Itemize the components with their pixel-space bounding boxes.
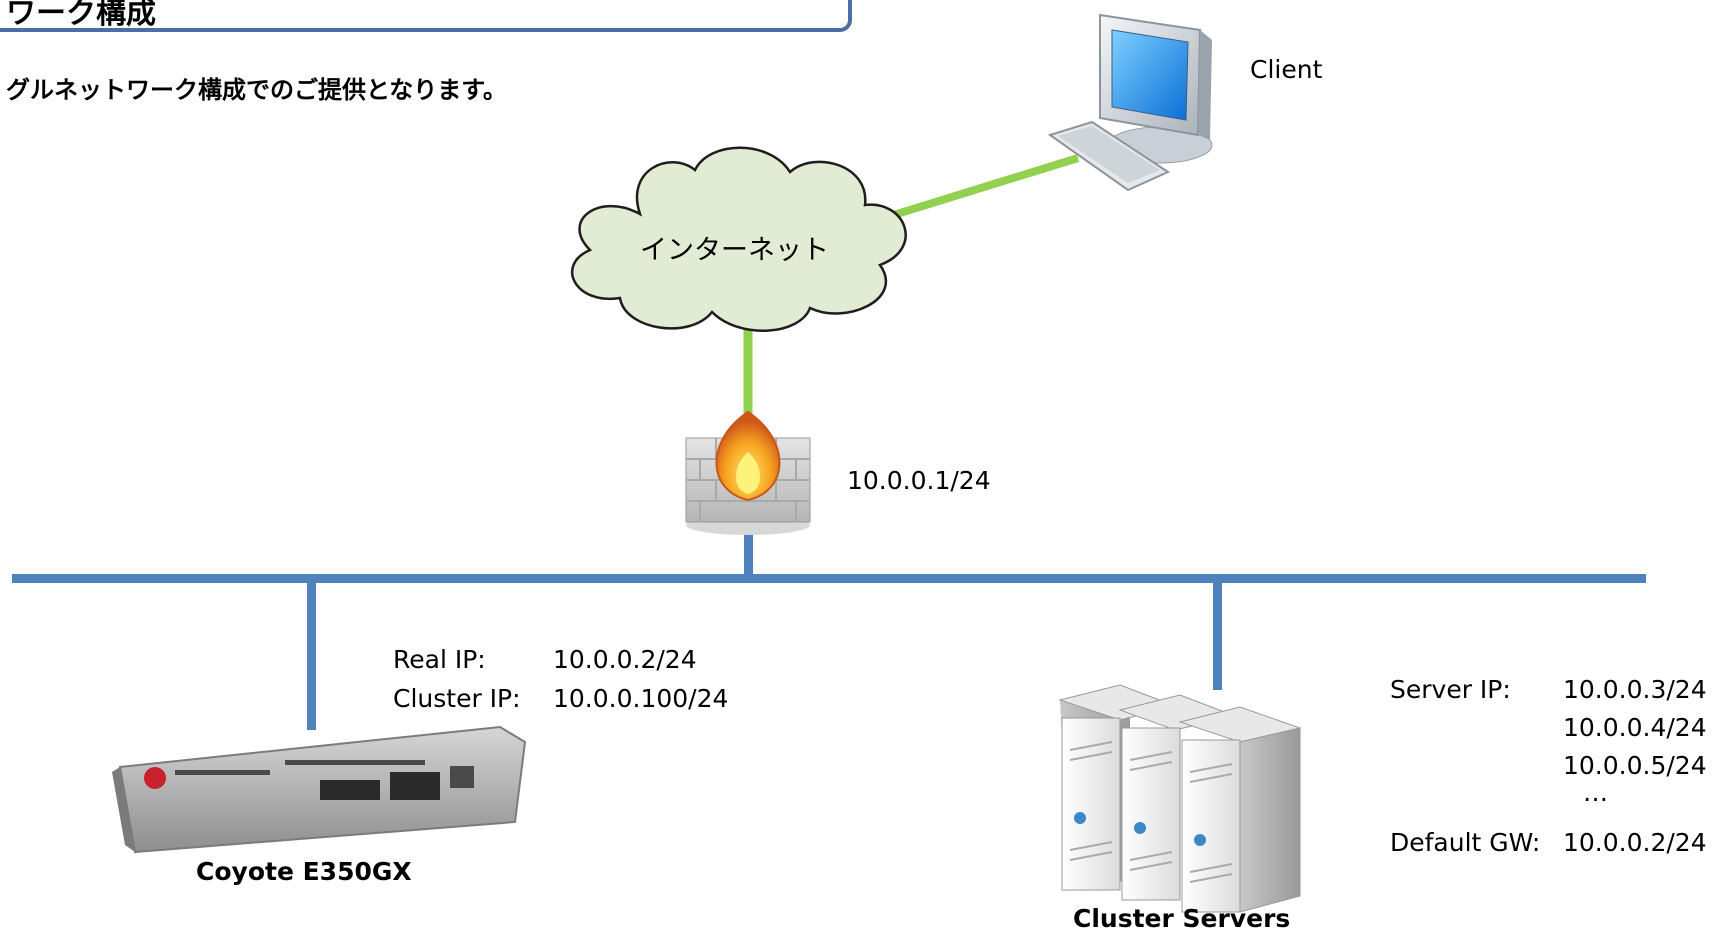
server-ip-label: Server IP: — [1390, 675, 1511, 704]
page-subtitle: グルネットワーク構成でのご提供となります。 — [6, 76, 507, 104]
client-label: Client — [1250, 55, 1323, 84]
coyote-drop-line — [307, 578, 316, 730]
title-box — [0, 0, 852, 32]
firewall-ip-label: 10.0.0.1/24 — [847, 466, 991, 495]
coyote-cluster-ip-label: Cluster IP: — [393, 684, 521, 713]
internet-label: インターネット — [640, 235, 829, 266]
server-ip-value-1: 10.0.0.3/24 — [1563, 675, 1707, 704]
load-balancer-appliance-icon — [112, 725, 527, 854]
server-ip-value-2: 10.0.0.4/24 — [1563, 713, 1707, 742]
coyote-cluster-ip-value: 10.0.0.100/24 — [553, 684, 729, 713]
coyote-device-label: Coyote E350GX — [196, 857, 412, 886]
coyote-real-ip-value: 10.0.0.2/24 — [553, 645, 697, 674]
servers-drop-line — [1213, 578, 1222, 690]
server-cluster-icon — [1058, 684, 1302, 913]
server-ip-value-3: 10.0.0.5/24 — [1563, 751, 1707, 780]
cloud-icon — [570, 146, 907, 332]
firewall-drop-line — [744, 520, 753, 580]
cluster-servers-label: Cluster Servers — [1073, 904, 1291, 933]
computer-icon — [1047, 13, 1213, 192]
server-ip-ellipsis: … — [1583, 778, 1608, 807]
default-gw-label: Default GW: — [1390, 828, 1541, 857]
client-link — [882, 154, 1080, 222]
page-title: ワーク構成 — [6, 0, 156, 31]
firewall-icon — [685, 410, 811, 535]
default-gw-value: 10.0.0.2/24 — [1563, 828, 1707, 857]
lan-bus-line — [12, 574, 1646, 583]
network-bus — [12, 520, 1646, 730]
coyote-real-ip-label: Real IP: — [393, 645, 486, 674]
